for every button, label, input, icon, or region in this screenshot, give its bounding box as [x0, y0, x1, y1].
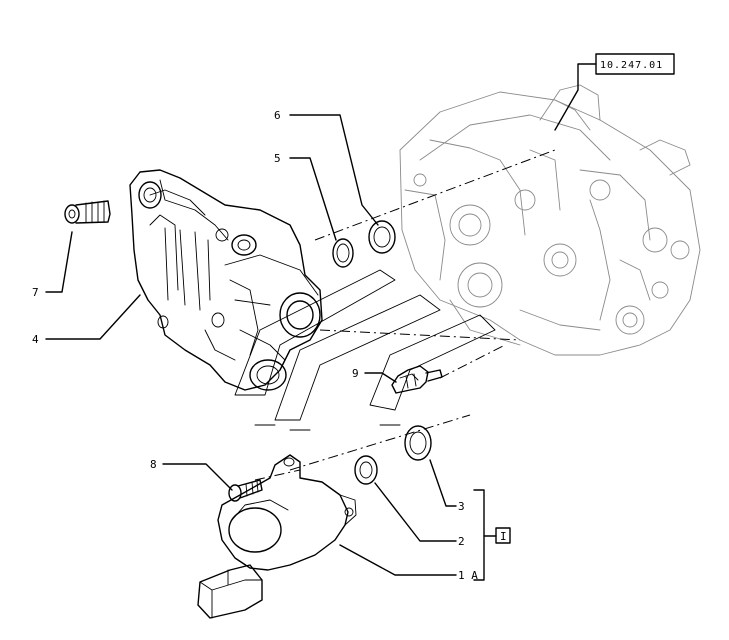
callout-2: 2	[458, 535, 465, 548]
leader-lines	[45, 114, 457, 576]
callout-7: 7	[32, 286, 39, 299]
callout-1a: 1 A	[458, 569, 478, 582]
pump-body-background	[399, 84, 701, 356]
callout-5: 5	[274, 152, 281, 165]
group-bracket	[473, 489, 511, 581]
solenoid-actuator-part-1a	[197, 454, 357, 619]
screw-part-8	[228, 479, 263, 502]
valve-housing-part-4	[129, 169, 323, 391]
motion-arrows	[234, 269, 496, 431]
reference-box: 10.247.01	[554, 53, 675, 131]
sensor-part-9	[391, 365, 443, 394]
callout-3: 3	[458, 500, 465, 513]
callout-8: 8	[150, 458, 157, 471]
seal-ring-part-3	[404, 425, 432, 461]
o-ring-part-2	[354, 455, 378, 485]
callout-6: 6	[274, 109, 281, 122]
o-ring-part-5	[332, 238, 354, 268]
reference-label: 10.247.01	[600, 60, 663, 71]
callout-labels: 6 5 7 4 9 8 3 2 1 A I	[32, 109, 507, 582]
screw-part-7	[64, 200, 111, 224]
callout-4: 4	[32, 333, 39, 346]
assembly-axis-lines	[254, 149, 556, 481]
group-box-label: I	[500, 530, 507, 543]
callout-9: 9	[352, 367, 359, 380]
seal-ring-part-6	[368, 220, 396, 254]
